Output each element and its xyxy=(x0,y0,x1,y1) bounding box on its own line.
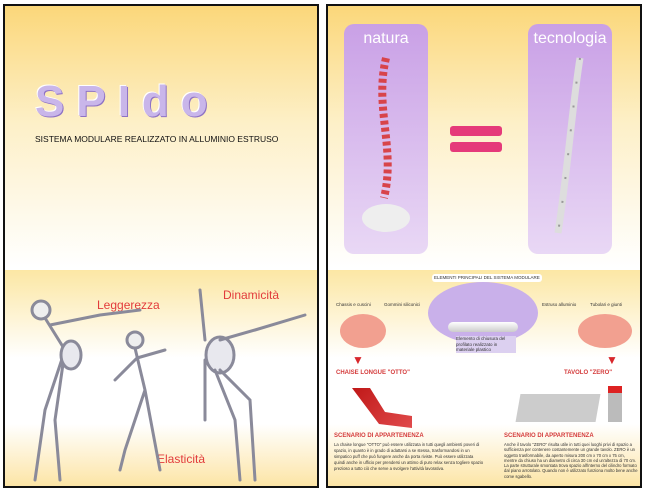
label-tubolari: Tubolari e giunti xyxy=(590,302,622,307)
left-page: SPIdo SISTEMA MODULARE REALIZZATO IN ALL… xyxy=(3,4,319,488)
table-image xyxy=(515,394,601,422)
tecnologia-label: tecnologia xyxy=(533,30,607,47)
cover-bottom: Leggerezza Dinamicità Elasticità xyxy=(5,270,317,486)
natura-label: natura xyxy=(363,30,409,47)
diagram-title: ELEMENTI PRINCIPALI DEL SISTEMA MODULARE xyxy=(432,274,542,282)
word-leggerezza: Leggerezza xyxy=(97,298,160,312)
scenario-left-text: La chaise longue "OTTO" può essere utili… xyxy=(334,442,484,471)
equals-sign xyxy=(450,126,502,136)
label-estruso: Estruso alluminio xyxy=(542,302,577,307)
label-gommini: Gommini siliconici xyxy=(384,302,421,307)
system-diagram: ELEMENTI PRINCIPALI DEL SISTEMA MODULARE… xyxy=(328,270,640,486)
closure-note: Elemento di chiusura del profilato reali… xyxy=(456,336,516,353)
arrow-down-icon: ▼ xyxy=(606,353,618,367)
tecnologia-card: tecnologia xyxy=(528,24,612,254)
tubolari-image xyxy=(578,314,632,348)
right-page: natura tecnologia ELEMENTI PRINCIPALI DE… xyxy=(326,4,642,488)
scenario-left-title: SCENARIO DI APPARTENENZA xyxy=(334,433,424,439)
profiles-ellipse xyxy=(428,282,538,344)
product-otto: CHAISE LONGUE "OTTO" xyxy=(336,370,410,376)
chassis-image xyxy=(340,314,386,348)
natura-card: natura xyxy=(344,24,428,254)
chaise-longue-image xyxy=(352,388,412,428)
table-cylinder-image xyxy=(608,386,622,422)
word-dinamicita: Dinamicità xyxy=(223,288,280,302)
concept-top: natura tecnologia xyxy=(328,6,640,268)
scenario-right-text: Anche il tavolo "ZERO" risulta utile in … xyxy=(504,442,638,479)
word-elasticita: Elasticità xyxy=(157,452,206,466)
closure-element-image xyxy=(448,322,518,332)
label-chassis: Chassis e cuscini xyxy=(336,302,371,307)
subtitle: SISTEMA MODULARE REALIZZATO IN ALLUMINIO… xyxy=(35,134,279,144)
product-zero: TAVOLO "ZERO" xyxy=(564,370,613,376)
cover-top: SPIdo SISTEMA MODULARE REALIZZATO IN ALL… xyxy=(5,6,317,268)
spine-illustration xyxy=(362,57,410,232)
spido-logo: SPIdo xyxy=(35,77,220,126)
arrow-down-icon: ▼ xyxy=(352,353,364,367)
scenario-right-title: SCENARIO DI APPARTENENZA xyxy=(504,433,594,439)
aluminium-spine-illustration xyxy=(554,57,584,234)
skeleton-illustration xyxy=(30,288,307,482)
